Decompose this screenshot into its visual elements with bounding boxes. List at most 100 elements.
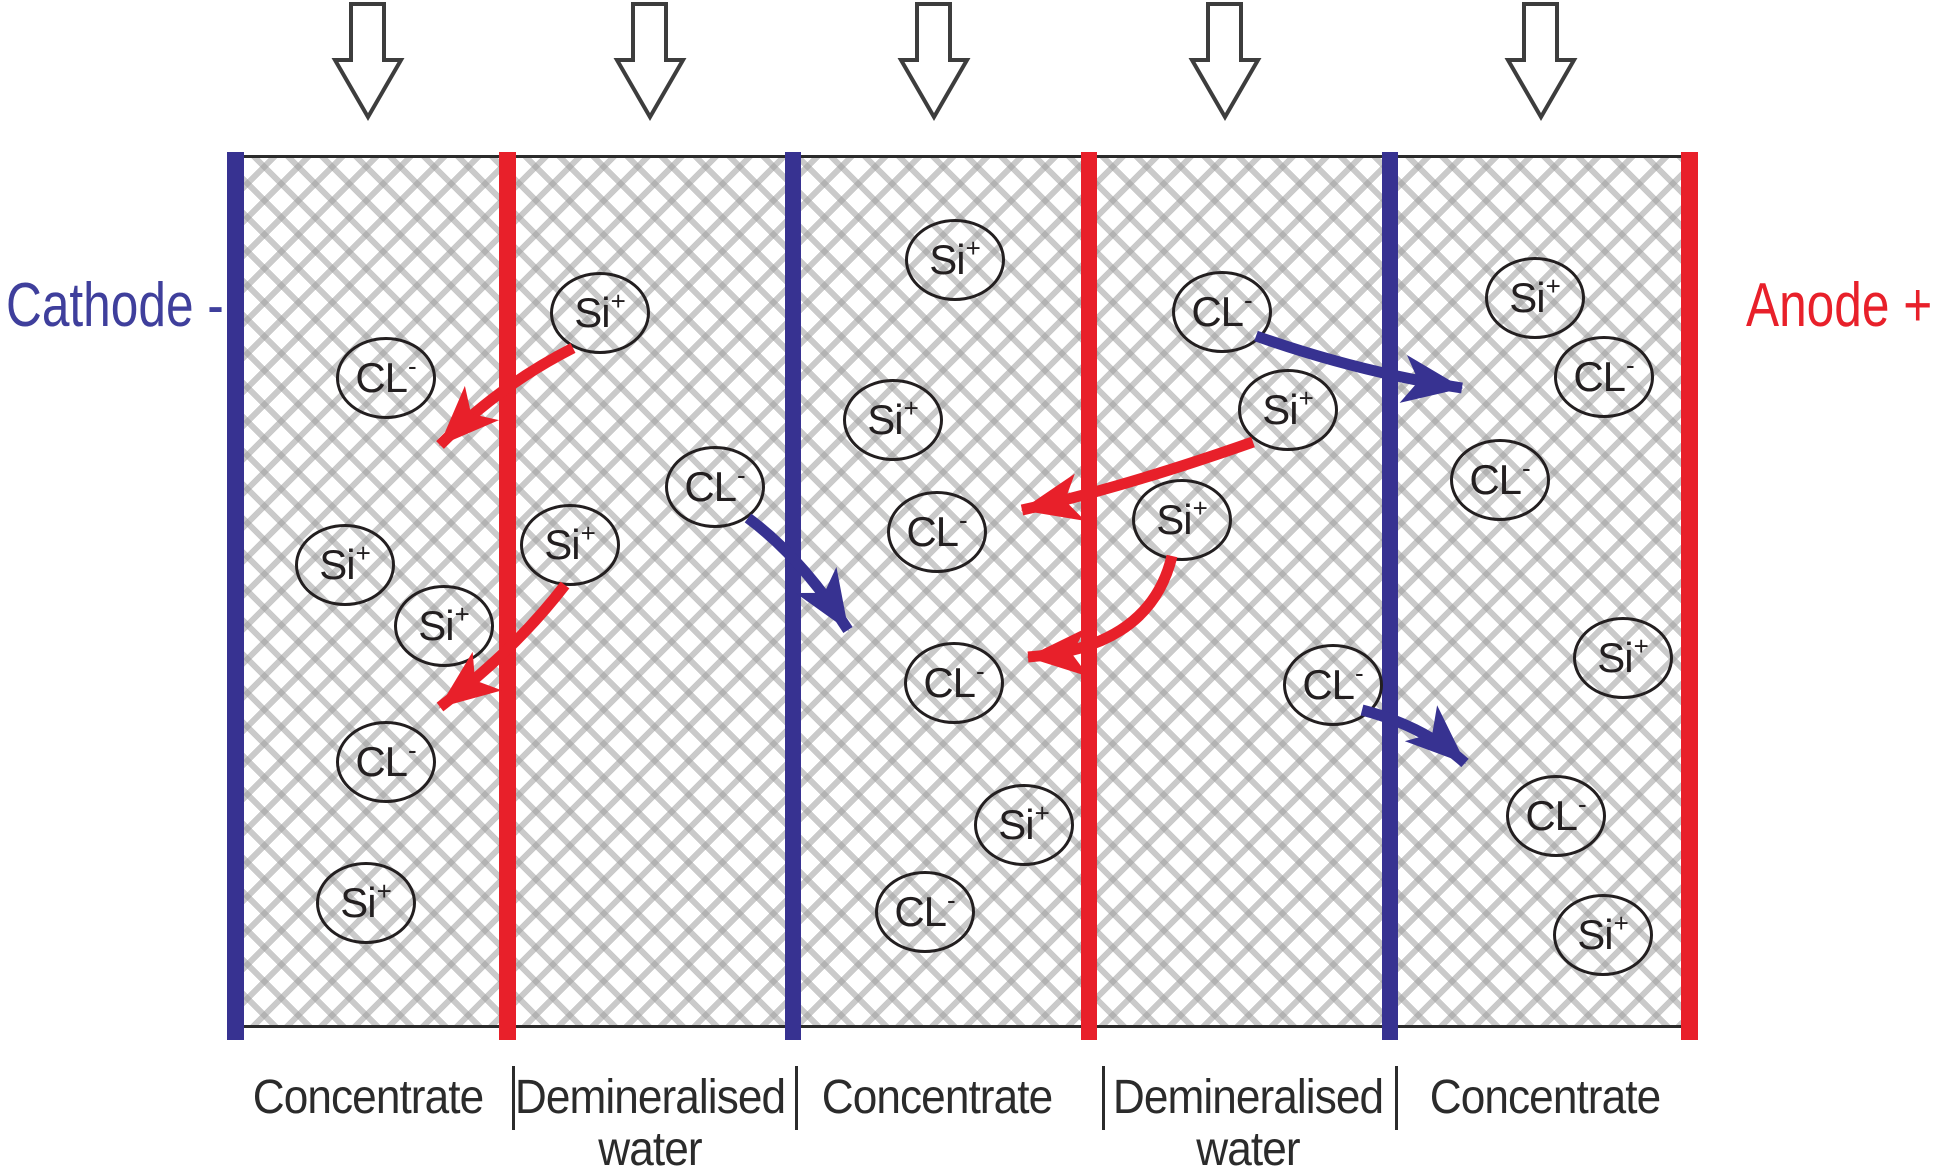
ion-charge: -	[947, 885, 956, 915]
cell-top-border	[236, 155, 1689, 158]
ion-symbol: Si	[544, 521, 580, 568]
cell-hatched-area	[236, 157, 1689, 1025]
membrane-blue-1	[785, 152, 801, 1040]
anode-label: Anode +	[1746, 271, 1933, 340]
ion-charge: -	[1522, 453, 1531, 483]
ion-symbol: Si	[1577, 911, 1613, 958]
ion-charge: -	[408, 351, 417, 381]
cathode-bar	[227, 152, 244, 1040]
feed-down-arrow-icon	[1188, 2, 1262, 121]
ion-symbol: Si	[1509, 274, 1545, 321]
ion-charge: +	[965, 233, 981, 263]
ion-charge: +	[1613, 908, 1629, 938]
feed-down-arrow-icon	[897, 2, 971, 121]
ion-cl: CL-	[1450, 439, 1550, 521]
ion-charge: -	[1355, 658, 1364, 688]
compartment-label-line: Concentrate	[1429, 1071, 1661, 1124]
compartment-label-line: Concentrate	[821, 1071, 1053, 1124]
ion-charge: -	[737, 460, 746, 490]
compartment-label: Concentrate	[753, 1072, 1121, 1124]
ion-charge: +	[610, 286, 626, 316]
ion-charge: -	[1626, 350, 1635, 380]
label-divider	[1102, 1066, 1105, 1130]
compartment-label-line: Concentrate	[252, 1071, 484, 1124]
ion-symbol: Si	[1156, 496, 1192, 543]
ion-symbol: CL	[355, 354, 408, 401]
ion-symbol: Si	[340, 879, 376, 926]
anode-bar	[1681, 152, 1698, 1040]
compartment-label-line: Demineralised	[1112, 1071, 1384, 1124]
ion-cl: CL-	[1554, 336, 1654, 418]
ion-charge: +	[376, 876, 392, 906]
ion-symbol: CL	[894, 888, 947, 935]
ion-charge: +	[1633, 631, 1649, 661]
ion-cl: CL-	[1172, 271, 1272, 353]
ion-symbol: CL	[923, 659, 976, 706]
ion-charge: +	[1545, 271, 1561, 301]
ion-cl: CL-	[904, 642, 1004, 724]
ion-symbol: CL	[1302, 661, 1355, 708]
ion-charge: +	[580, 518, 596, 548]
ion-symbol: Si	[574, 289, 610, 336]
ion-si: Si+	[295, 524, 395, 606]
feed-down-arrow-icon	[331, 2, 405, 121]
ion-symbol: CL	[1525, 792, 1578, 839]
ion-symbol: Si	[867, 396, 903, 443]
ion-symbol: Si	[418, 602, 454, 649]
ion-symbol: CL	[906, 508, 959, 555]
ion-charge: -	[1244, 285, 1253, 315]
ion-cl: CL-	[1283, 644, 1383, 726]
ion-cl: CL-	[875, 871, 975, 953]
ion-cl: CL-	[1506, 775, 1606, 857]
ion-symbol: Si	[929, 236, 965, 283]
feed-down-arrow-icon	[1504, 2, 1578, 121]
ion-charge: +	[1034, 798, 1050, 828]
ion-charge: +	[903, 393, 919, 423]
ion-si: Si+	[905, 219, 1005, 301]
ion-si: Si+	[1573, 617, 1673, 699]
ion-symbol: CL	[1573, 353, 1626, 400]
ion-si: Si+	[843, 379, 943, 461]
ion-cl: CL-	[665, 446, 765, 528]
label-divider	[512, 1066, 515, 1130]
compartment-label-line: Demineralised	[514, 1071, 786, 1124]
cell-bottom-border	[236, 1025, 1689, 1028]
ion-cl: CL-	[336, 721, 436, 803]
ion-si: Si+	[974, 784, 1074, 866]
ion-cl: CL-	[336, 337, 436, 419]
ion-si: Si+	[394, 585, 494, 667]
ion-si: Si+	[1132, 479, 1232, 561]
ion-symbol: Si	[1597, 634, 1633, 681]
ion-si: Si+	[1485, 257, 1585, 339]
ion-symbol: CL	[1469, 456, 1522, 503]
feed-down-arrow-icon	[613, 2, 687, 121]
compartment-label-line: water	[598, 1123, 702, 1175]
ion-si: Si+	[520, 504, 620, 586]
label-divider	[795, 1066, 798, 1130]
ion-charge: -	[408, 735, 417, 765]
ion-si: Si+	[550, 272, 650, 354]
ion-symbol: CL	[355, 738, 408, 785]
compartment-label: Concentrate	[184, 1072, 552, 1124]
ion-charge: +	[355, 538, 371, 568]
ion-cl: CL-	[887, 491, 987, 573]
ion-charge: -	[976, 656, 985, 686]
ion-symbol: Si	[1262, 386, 1298, 433]
ion-si: Si+	[1238, 369, 1338, 451]
ion-symbol: Si	[998, 801, 1034, 848]
ion-symbol: CL	[1191, 288, 1244, 335]
ion-symbol: CL	[684, 463, 737, 510]
cathode-label: Cathode -	[6, 271, 224, 340]
ion-charge: -	[1578, 789, 1587, 819]
ion-charge: +	[454, 599, 470, 629]
ion-charge: -	[959, 505, 968, 535]
compartment-label: Concentrate	[1361, 1072, 1729, 1124]
ion-si: Si+	[1553, 894, 1653, 976]
ion-si: Si+	[316, 862, 416, 944]
membrane-blue-2	[1382, 152, 1398, 1040]
ion-charge: +	[1192, 493, 1208, 523]
membrane-red-2	[1081, 152, 1097, 1040]
